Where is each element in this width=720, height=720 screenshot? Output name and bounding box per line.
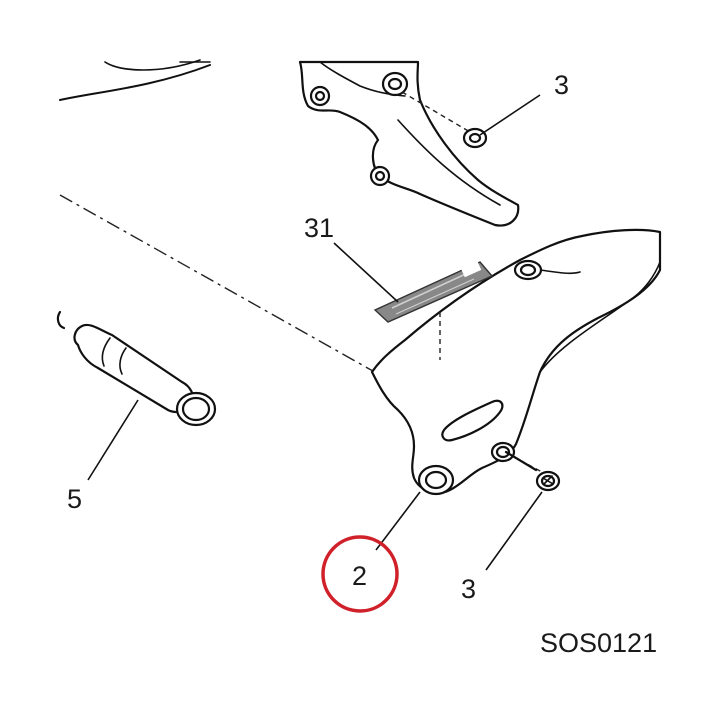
upper-nut bbox=[462, 127, 488, 149]
leader-5 bbox=[87, 399, 139, 481]
leader-upper-3 bbox=[479, 94, 541, 136]
axis-centerline bbox=[59, 194, 381, 376]
highlight-circle bbox=[321, 535, 399, 613]
upper-fastener-axis bbox=[401, 91, 471, 133]
chain-guard-bracket bbox=[370, 228, 662, 496]
leader-2 bbox=[375, 491, 421, 551]
callout-lower-3: 3 bbox=[461, 574, 476, 604]
callout-5: 5 bbox=[67, 484, 82, 514]
decal-sticker bbox=[373, 260, 494, 323]
wheel-arc bbox=[59, 59, 211, 101]
upper-frame-bracket bbox=[298, 60, 520, 227]
drawing-code: SOS0121 bbox=[540, 628, 657, 658]
callout-31: 31 bbox=[304, 213, 334, 243]
pivot-pin bbox=[56, 310, 217, 427]
lower-screw bbox=[504, 450, 561, 492]
leader-lower-3 bbox=[485, 491, 543, 571]
callout-upper-3: 3 bbox=[554, 70, 569, 100]
callout-2: 2 bbox=[352, 561, 367, 591]
leader-31 bbox=[333, 242, 399, 303]
lower-fastener-axis bbox=[511, 455, 543, 473]
